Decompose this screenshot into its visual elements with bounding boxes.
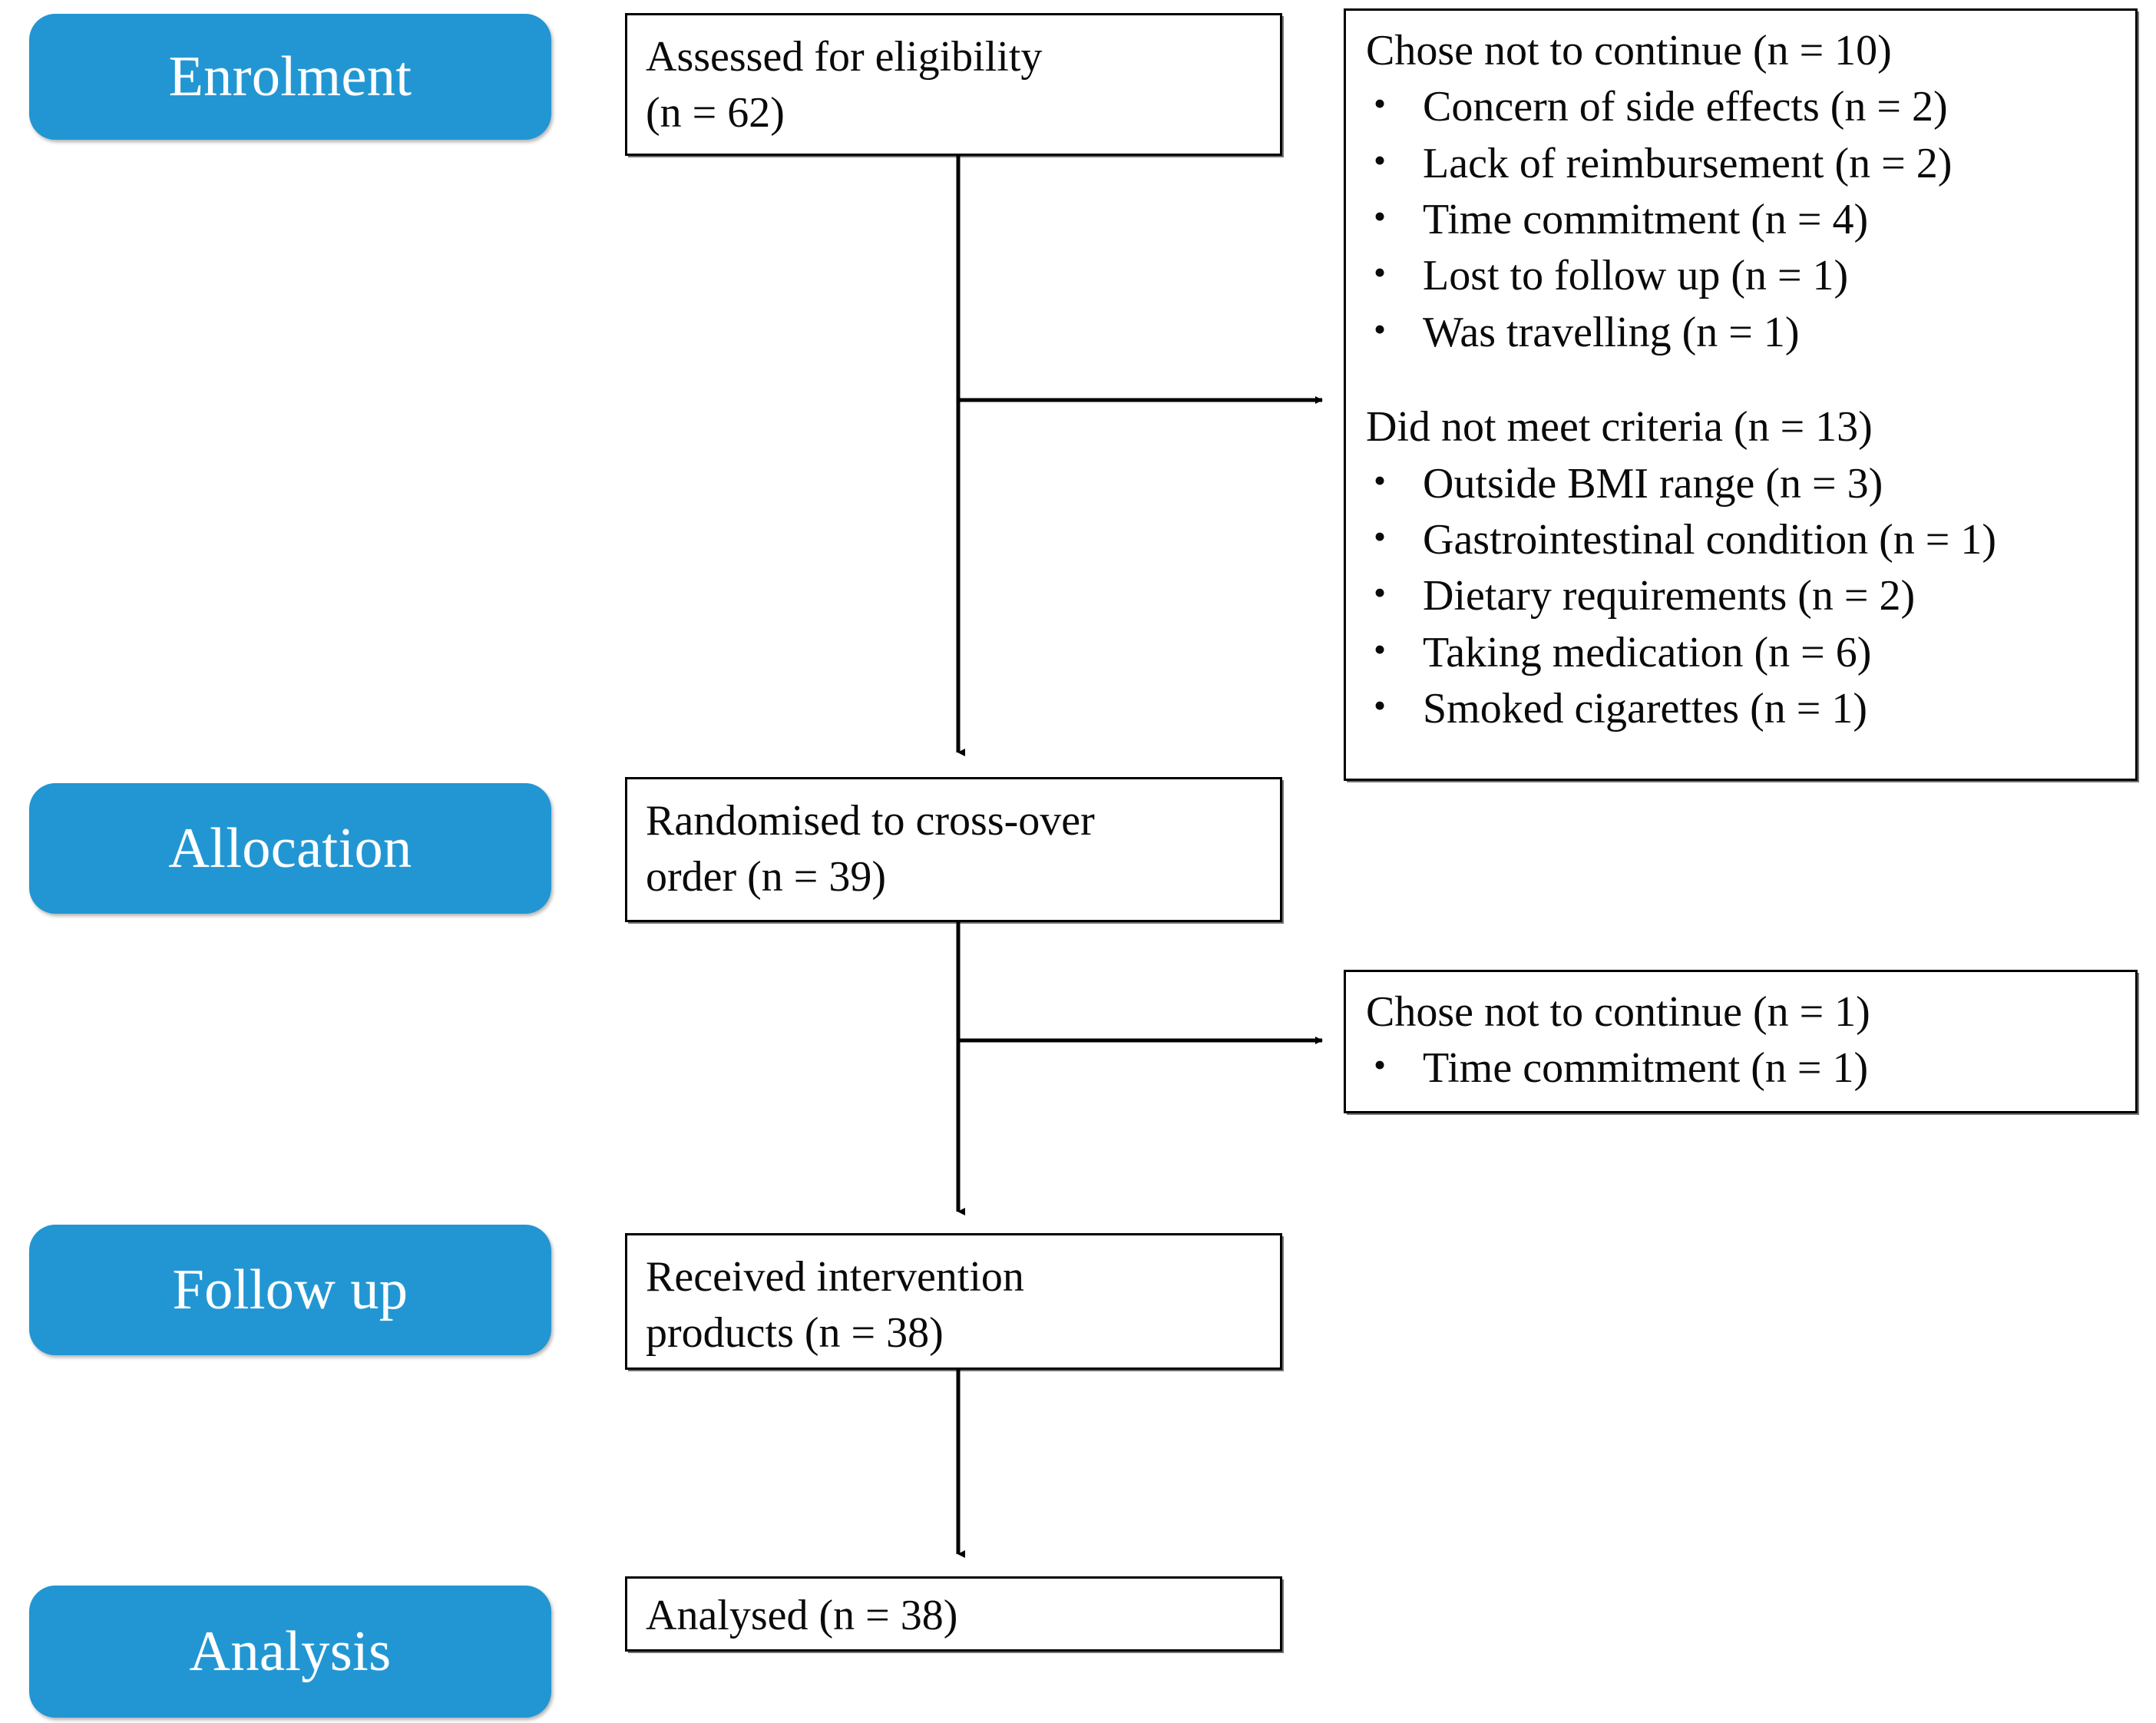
list-item: • Lack of reimbursement (n = 2)	[1366, 136, 2121, 192]
bullet-icon: •	[1374, 573, 1387, 613]
bullet-icon: •	[1374, 140, 1387, 180]
stage-label-allocation-text: Allocation	[168, 817, 412, 880]
stage-label-allocation: Allocation	[29, 783, 551, 914]
list-item-label: Outside BMI range (n = 3)	[1423, 459, 1883, 508]
box-assessed-line-2: (n = 62)	[646, 88, 785, 137]
list-item-label: Gastrointestinal condition (n = 1)	[1423, 515, 1997, 564]
list-item: • Outside BMI range (n = 3)	[1366, 456, 2121, 512]
box-received-line-2: products (n = 38)	[646, 1308, 944, 1357]
box-randomised-line-2: order (n = 39)	[646, 852, 887, 901]
bullet-icon: •	[1374, 253, 1387, 293]
box-assessed-line-1: Assessed for eligibility	[646, 33, 1043, 81]
bullet-icon: •	[1374, 685, 1387, 725]
list-item-label: Dietary requirements (n = 2)	[1423, 572, 1916, 620]
list-item: • Gastrointestinal condition (n = 1)	[1366, 512, 2121, 568]
list-item-label: Concern of side effects (n = 2)	[1423, 83, 1948, 131]
exclusion-box-enrolment: Chose not to continue (n = 10) • Concern…	[1344, 8, 2138, 781]
stage-label-enrolment: Enrolment	[29, 14, 551, 140]
box-received-intervention-products: Received intervention products (n = 38)	[625, 1233, 1282, 1370]
list-item: • Time commitment (n = 1)	[1366, 1040, 2121, 1096]
list-item-label: Taking medication (n = 6)	[1423, 628, 1872, 676]
box-analysed-line-1: Analysed (n = 38)	[646, 1592, 958, 1639]
list-item-label: Was travelling (n = 1)	[1423, 308, 1800, 356]
list-item-label: Smoked cigarettes (n = 1)	[1423, 684, 1867, 733]
box-randomised-to-crossover: Randomised to cross-over order (n = 39)	[625, 777, 1282, 922]
list-item: • Was travelling (n = 1)	[1366, 305, 2121, 361]
exclusion-1-group-spacer	[1366, 361, 2121, 399]
list-item: • Taking medication (n = 6)	[1366, 625, 2121, 681]
bullet-icon: •	[1374, 516, 1387, 556]
box-assessed-for-eligibility: Assessed for eligibility (n = 62)	[625, 13, 1282, 156]
bullet-icon: •	[1374, 629, 1387, 669]
bullet-icon: •	[1374, 309, 1387, 349]
list-item-label: Time commitment (n = 4)	[1423, 196, 1869, 244]
list-item-label: Lost to follow up (n = 1)	[1423, 252, 1849, 300]
exclusion-1-group-b-list: • Outside BMI range (n = 3) • Gastrointe…	[1366, 456, 2121, 738]
list-item: • Time commitment (n = 4)	[1366, 192, 2121, 248]
bullet-icon: •	[1374, 197, 1387, 236]
exclusion-2-group-a-heading: Chose not to continue (n = 1)	[1366, 988, 1870, 1036]
list-item: • Dietary requirements (n = 2)	[1366, 568, 2121, 624]
stage-label-analysis-text: Analysis	[189, 1620, 392, 1683]
list-item-label: Lack of reimbursement (n = 2)	[1423, 139, 1953, 187]
list-item: • Lost to follow up (n = 1)	[1366, 248, 2121, 304]
box-received-line-1: Received intervention	[646, 1253, 1024, 1301]
bullet-icon: •	[1374, 84, 1387, 124]
box-randomised-line-1: Randomised to cross-over	[646, 797, 1095, 845]
bullet-icon: •	[1374, 460, 1387, 500]
list-item-label: Time commitment (n = 1)	[1423, 1044, 1869, 1093]
list-item: • Smoked cigarettes (n = 1)	[1366, 681, 2121, 737]
bullet-icon: •	[1374, 1045, 1387, 1085]
stage-label-followup: Follow up	[29, 1225, 551, 1355]
exclusion-1-group-b-heading: Did not meet criteria (n = 13)	[1366, 403, 1873, 451]
exclusion-1-group-a-heading: Chose not to continue (n = 10)	[1366, 27, 1892, 74]
stage-label-followup-text: Follow up	[172, 1258, 408, 1321]
exclusion-1-group-a-list: • Concern of side effects (n = 2) • Lack…	[1366, 79, 2121, 361]
exclusion-box-allocation: Chose not to continue (n = 1) • Time com…	[1344, 970, 2138, 1113]
exclusion-2-group-a-list: • Time commitment (n = 1)	[1366, 1040, 2121, 1096]
stage-label-enrolment-text: Enrolment	[168, 45, 412, 108]
box-analysed: Analysed (n = 38)	[625, 1576, 1282, 1652]
list-item: • Concern of side effects (n = 2)	[1366, 79, 2121, 135]
stage-label-analysis: Analysis	[29, 1586, 551, 1718]
